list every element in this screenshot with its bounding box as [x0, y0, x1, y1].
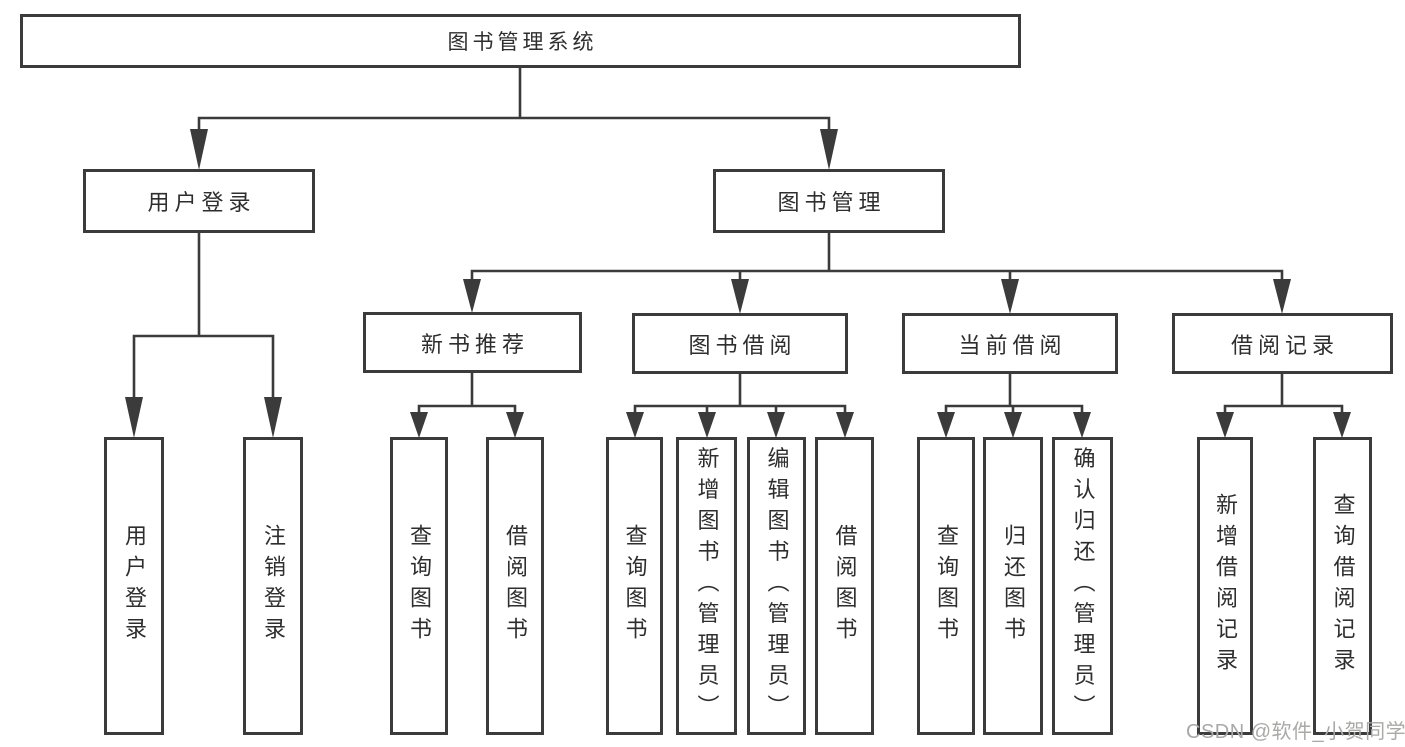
- fork-connector: [470, 233, 1284, 283]
- arrowhead-icon: [1216, 412, 1234, 438]
- fork-connector: [944, 374, 1084, 416]
- node-label-leaf-user-login: 用户登录: [122, 524, 147, 648]
- node-label-leaf-bb-add: 新增图书（管理员）: [694, 446, 720, 726]
- node-label-root: 图书管理系统: [447, 31, 598, 54]
- node-leaf-cb-return: 归还图书: [983, 437, 1043, 735]
- node-label-leaf-nbr-borrow: 借阅图书: [503, 524, 528, 648]
- node-book-mgmt: 图书管理: [713, 169, 945, 233]
- node-label-leaf-cb-query: 查询图书: [934, 524, 959, 648]
- node-leaf-br-query: 查询借阅记录: [1313, 437, 1372, 735]
- node-label-new-book-rec: 新书推荐: [420, 331, 530, 357]
- node-label-book-borrow: 图书借阅: [688, 332, 797, 358]
- node-label-leaf-bb-edit: 编辑图书（管理员）: [764, 446, 790, 726]
- node-label-leaf-cb-confirm: 确认归还（管理员）: [1070, 446, 1096, 726]
- arrowhead-icon: [463, 279, 481, 313]
- arrowhead-icon: [125, 397, 143, 438]
- fork-connector: [1223, 374, 1344, 416]
- fork-connector: [197, 68, 831, 133]
- arrowhead-icon: [937, 412, 955, 438]
- node-leaf-nbr-query: 查询图书: [390, 437, 448, 735]
- arrowhead-icon: [190, 129, 208, 170]
- arrowhead-icon: [767, 412, 785, 438]
- node-label-user-login: 用户登录: [147, 190, 256, 215]
- node-leaf-logout: 注销登录: [243, 437, 303, 735]
- arrowhead-icon: [820, 129, 838, 170]
- arrowhead-icon: [1001, 279, 1019, 314]
- node-user-login: 用户登录: [83, 169, 315, 233]
- node-borrow-records: 借阅记录: [1172, 313, 1393, 374]
- node-book-borrow: 图书借阅: [632, 313, 848, 374]
- watermark-text: CSDN @软件_小贺同学: [1186, 721, 1405, 743]
- node-current-borrow: 当前借阅: [902, 313, 1118, 374]
- node-leaf-bb-query: 查询图书: [606, 437, 663, 735]
- arrowhead-icon: [731, 279, 749, 314]
- node-leaf-bb-add: 新增图书（管理员）: [676, 437, 737, 735]
- arrowhead-icon: [698, 412, 716, 438]
- node-label-book-mgmt: 图书管理: [777, 190, 886, 215]
- node-leaf-cb-query: 查询图书: [917, 437, 975, 735]
- node-label-leaf-bb-query: 查询图书: [622, 524, 648, 648]
- node-leaf-user-login: 用户登录: [104, 437, 164, 735]
- node-label-leaf-bb-borrow: 借阅图书: [832, 524, 858, 648]
- fork-connector: [417, 373, 517, 416]
- arrowhead-icon: [264, 397, 282, 438]
- fork-connector: [132, 233, 275, 401]
- node-leaf-br-add: 新增借阅记录: [1197, 437, 1253, 735]
- node-label-leaf-br-query: 查询借阅记录: [1330, 493, 1356, 679]
- arrowhead-icon: [1073, 412, 1091, 438]
- node-label-leaf-logout: 注销登录: [261, 524, 286, 648]
- node-label-borrow-records: 借阅记录: [1230, 332, 1340, 358]
- arrowhead-icon: [1004, 412, 1022, 438]
- arrowhead-icon: [1333, 412, 1351, 438]
- arrowhead-icon: [836, 412, 854, 438]
- arrowhead-icon: [1273, 279, 1291, 314]
- arrowhead-icon: [506, 412, 524, 438]
- arrowhead-icon: [626, 412, 644, 438]
- node-leaf-bb-edit: 编辑图书（管理员）: [747, 437, 806, 735]
- node-root: 图书管理系统: [20, 14, 1021, 68]
- node-label-current-borrow: 当前借阅: [958, 332, 1067, 358]
- arrowhead-icon: [410, 412, 428, 438]
- node-label-leaf-nbr-query: 查询图书: [407, 524, 432, 648]
- node-new-book-rec: 新书推荐: [363, 312, 582, 373]
- node-leaf-cb-confirm: 确认归还（管理员）: [1052, 437, 1113, 735]
- node-label-leaf-br-add: 新增借阅记录: [1213, 493, 1238, 679]
- fork-connector: [633, 374, 847, 416]
- node-leaf-bb-borrow: 借阅图书: [815, 437, 874, 735]
- node-label-leaf-cb-return: 归还图书: [1001, 524, 1026, 648]
- node-leaf-nbr-borrow: 借阅图书: [486, 437, 544, 735]
